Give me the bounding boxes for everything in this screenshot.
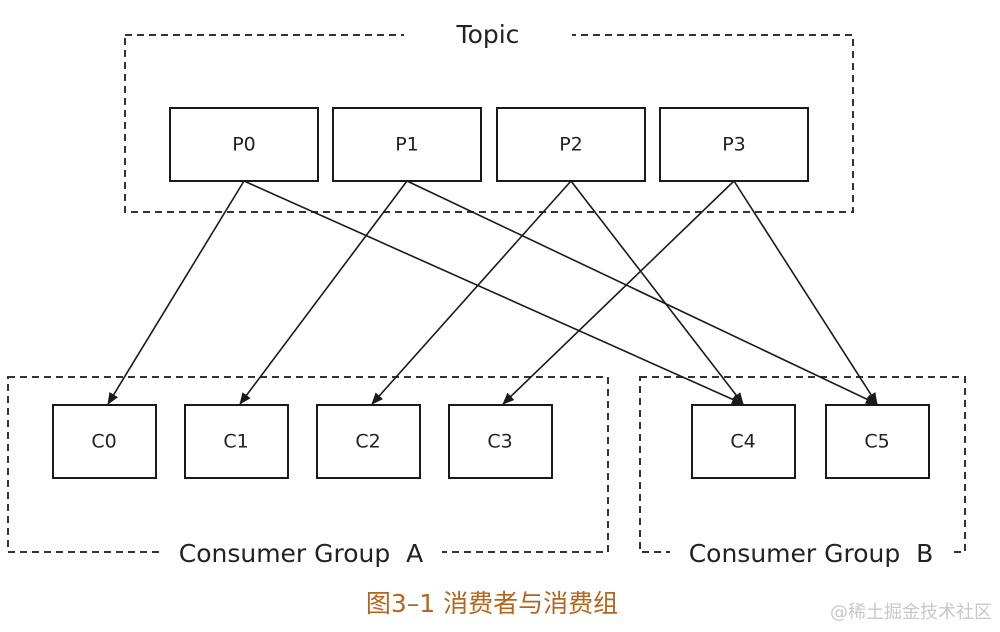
partition-box <box>659 107 809 182</box>
partition-p1: P1 <box>332 107 482 182</box>
consumer-box <box>825 404 930 479</box>
partition-consumer-edges <box>107 180 878 405</box>
topic-label: Topic <box>456 20 520 49</box>
consumer-label: C4 <box>730 431 755 453</box>
partition-p3: P3 <box>659 107 809 182</box>
partition-p2: P2 <box>496 107 646 182</box>
consumer-label: C2 <box>355 431 380 453</box>
consumer-box <box>448 404 553 479</box>
edge-p2-to-c4 <box>570 180 744 405</box>
partition-label: P2 <box>559 134 583 156</box>
consumer-c3: C3 <box>448 404 553 479</box>
figure-caption: 图3–1 消费者与消费组 <box>366 589 618 618</box>
consumer-box <box>691 404 796 479</box>
consumer-label: C5 <box>864 431 889 453</box>
partition-label: P1 <box>395 134 419 156</box>
partition-box <box>169 107 319 182</box>
edge-p3-to-c3 <box>502 180 735 405</box>
edge-p0-to-c4 <box>243 180 744 405</box>
consumer-c0: C0 <box>52 404 157 479</box>
partition-box <box>332 107 482 182</box>
consumer-group-b-label: Consumer Group B <box>689 539 934 568</box>
partition-label: P3 <box>722 134 746 156</box>
consumer-c5: C5 <box>825 404 930 479</box>
edge-p0-to-c0 <box>107 180 245 405</box>
edge-p3-to-c5 <box>733 180 878 405</box>
partition-p0: P0 <box>169 107 319 182</box>
consumer-group-a-label-backing <box>160 538 442 568</box>
consumer-box <box>52 404 157 479</box>
consumer-group-b-label-backing <box>670 538 952 568</box>
consumer-label: C0 <box>91 431 116 453</box>
consumer-label: C3 <box>487 431 512 453</box>
consumer-box <box>316 404 421 479</box>
consumer-group-a-label: Consumer Group A <box>179 539 424 568</box>
edge-p2-to-c2 <box>371 180 572 405</box>
consumer-c4: C4 <box>691 404 796 479</box>
consumer-c1: C1 <box>184 404 289 479</box>
partition-label: P0 <box>232 134 256 156</box>
consumer-box <box>184 404 289 479</box>
partition-box <box>496 107 646 182</box>
watermark: @稀土掘金技术社区 <box>830 602 992 623</box>
consumer-c2: C2 <box>316 404 421 479</box>
edge-p1-to-c1 <box>239 180 408 405</box>
consumer-label: C1 <box>223 431 248 453</box>
edge-p1-to-c5 <box>406 180 878 405</box>
topic-label-backing <box>404 20 572 50</box>
